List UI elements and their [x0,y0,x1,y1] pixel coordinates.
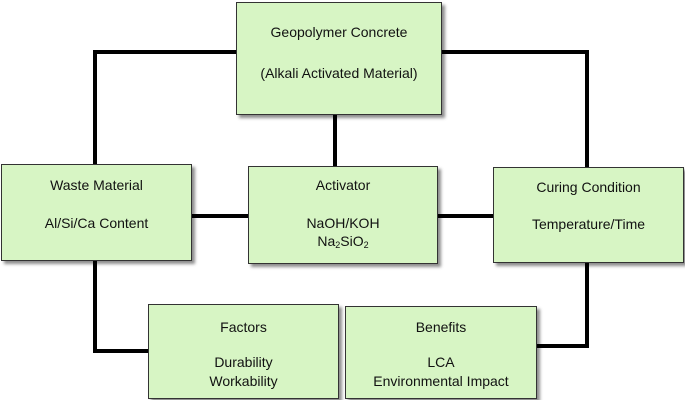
benefits-box: Benefits LCA Environmental Impact [345,306,537,399]
activator-title: Activator [315,177,371,193]
waste-detail: Al/Si/Ca Content [44,215,149,231]
geopolymer-title: Geopolymer Concrete [270,24,408,40]
factors-detail-1: Durability [214,354,273,370]
activator-formula: Na2SiO2 [317,233,369,250]
activator-detail-1: NaOH/KOH [306,215,380,231]
benefits-detail-2: Environmental Impact [373,373,509,389]
connector-waste-factors [93,259,150,353]
curing-condition-box: Curing Condition Temperature/Time [493,167,684,263]
connector-curing-benefits [535,261,589,348]
geopolymer-concrete-box: Geopolymer Concrete (Alkali Activated Ma… [236,2,442,115]
activator-box: Activator NaOH/KOH Na2SiO2 [248,166,438,264]
connector-geopolymer-curing [440,50,589,169]
curing-title: Curing Condition [536,179,641,195]
benefits-detail-1: LCA [427,354,455,370]
factors-box: Factors Durability Workability [148,304,339,399]
factors-title: Factors [220,319,267,335]
factors-detail-2: Workability [209,373,278,389]
waste-title: Waste Material [50,177,143,193]
connector-geopolymer-waste [93,50,238,166]
curing-detail: Temperature/Time [531,216,646,232]
geopolymer-subtitle: (Alkali Activated Material) [260,65,418,81]
benefits-title: Benefits [415,319,467,335]
waste-material-box: Waste Material Al/Si/Ca Content [1,164,192,261]
